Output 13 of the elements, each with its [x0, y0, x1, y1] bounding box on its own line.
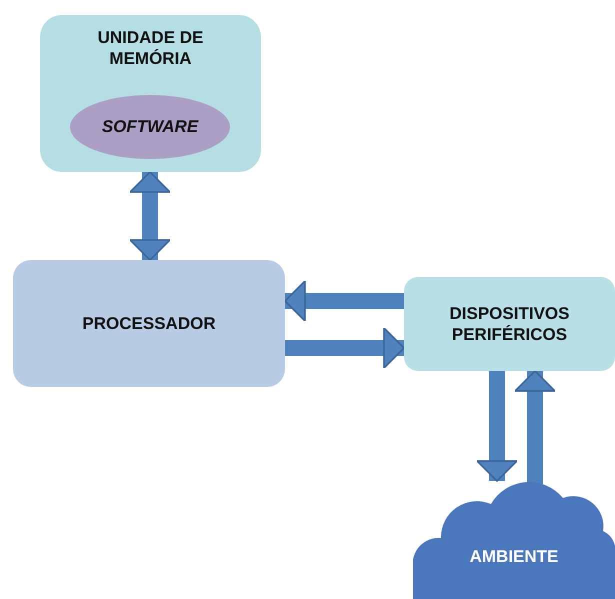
block-arrow — [129, 171, 171, 261]
block-arrow — [285, 327, 405, 369]
node-label: DISPOSITIVOS PERIFÉRICOS — [448, 302, 570, 346]
node-label: AMBIENTE — [470, 546, 558, 568]
memory-unit-box — [40, 15, 261, 172]
block-arrow — [476, 371, 518, 482]
node-label: UNIDADE DE MEMÓRIA — [96, 27, 204, 70]
block-arrow — [284, 280, 404, 322]
node-label: SOFTWARE — [102, 116, 198, 138]
processor-box — [13, 260, 285, 387]
peripherals-box — [404, 277, 615, 371]
block-arrow — [514, 370, 556, 484]
node-label: PROCESSADOR — [82, 312, 216, 334]
